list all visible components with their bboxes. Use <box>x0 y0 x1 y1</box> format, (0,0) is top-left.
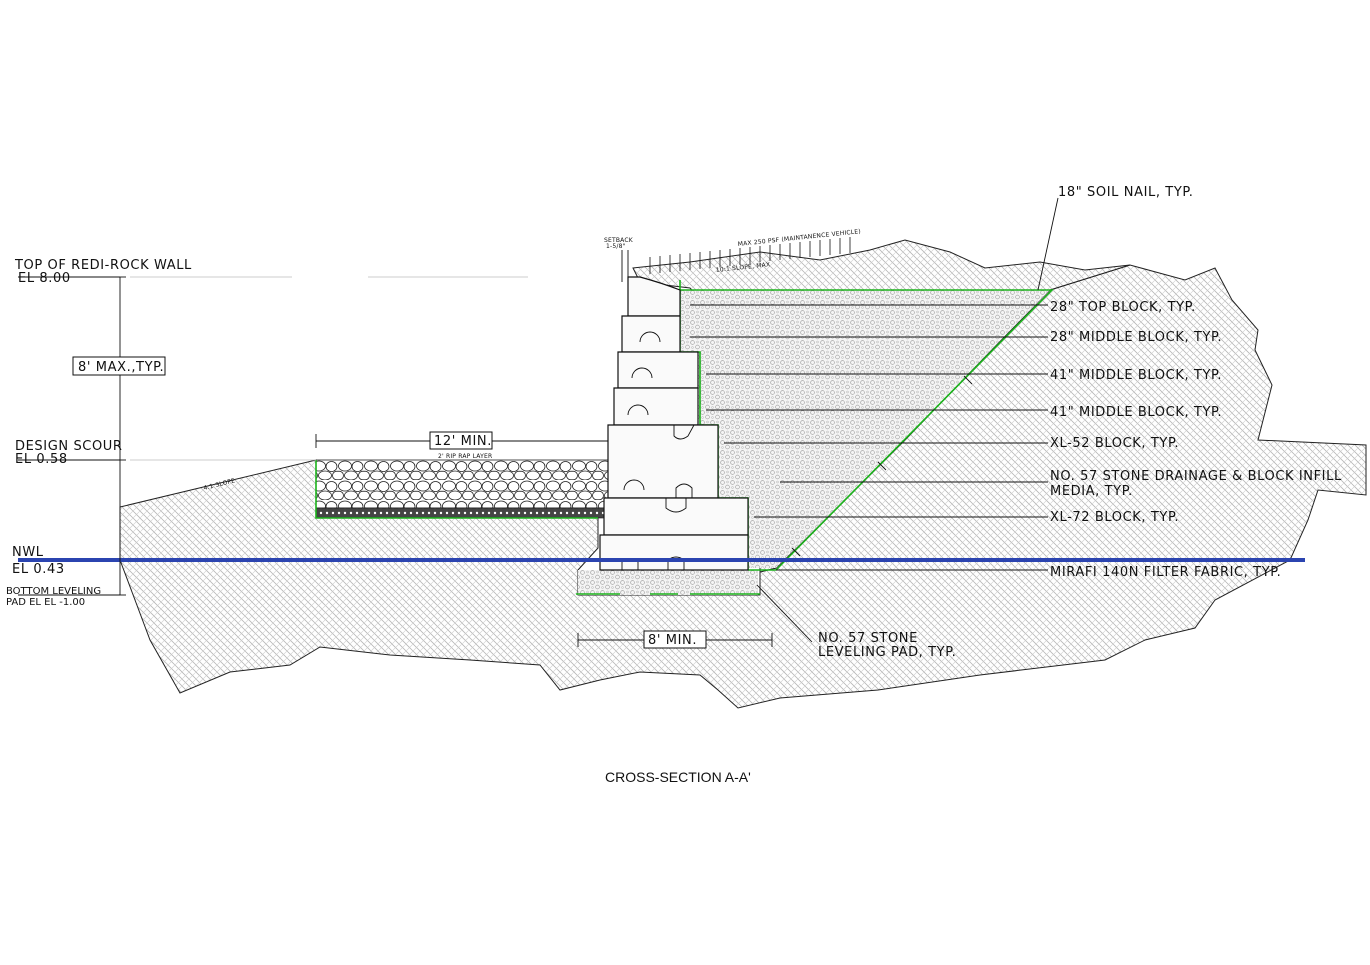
nwl-elevation: EL 0.43 <box>12 562 65 577</box>
nwl-label: NWL <box>12 545 44 560</box>
rip-rap-layer <box>315 459 609 509</box>
callout-drainage-line1: NO. 57 STONE DRAINAGE & BLOCK INFILL <box>1050 469 1342 484</box>
callout-leveling-line1: NO. 57 STONE <box>818 631 918 646</box>
drawing-title: CROSS-SECTION A-A' <box>605 769 751 785</box>
setback-label: SETBACK <box>604 237 634 244</box>
filter-fabric-line <box>656 289 1054 571</box>
bottom-pad-elevation: PAD EL EL -1.00 <box>6 597 85 608</box>
callout-soil-nail: 18" SOIL NAIL, TYP. <box>1058 185 1194 200</box>
setback-value: 1-5/8" <box>606 243 626 250</box>
bottom-pad-label: BOTTOM LEVELING <box>6 586 101 597</box>
top-wall-label: TOP OF REDI-ROCK WALL <box>14 258 192 273</box>
callout-middle-block-28: 28" MIDDLE BLOCK, TYP. <box>1050 330 1222 345</box>
design-scour-label: DESIGN SCOUR <box>15 439 123 454</box>
callout-middle-block-41b: 41" MIDDLE BLOCK, TYP. <box>1050 405 1222 420</box>
callout-filter-fabric: MIRAFI 140N FILTER FABRIC, TYP. <box>1050 565 1281 580</box>
callout-leveling-line2: LEVELING PAD, TYP. <box>818 645 956 660</box>
geotextile-band <box>315 507 609 519</box>
callout-xl72: XL-72 BLOCK, TYP. <box>1050 510 1179 525</box>
callout-top-block: 28" TOP BLOCK, TYP. <box>1050 300 1196 315</box>
callout-middle-block-41a: 41" MIDDLE BLOCK, TYP. <box>1050 368 1222 383</box>
callout-xl52: XL-52 BLOCK, TYP. <box>1050 436 1179 451</box>
pad-width-dimension: 8' MIN. <box>648 633 697 648</box>
wall-height-dimension: 8' MAX.,TYP. <box>78 360 164 375</box>
surcharge-arrows <box>649 237 851 274</box>
design-scour-elevation: EL 0.58 <box>15 452 68 467</box>
drainage-fill-zone <box>680 290 1050 568</box>
leveling-pad <box>578 570 758 595</box>
rip-rap-layer-note: 2' RIP RAP LAYER <box>438 453 492 460</box>
callout-leaders <box>690 197 1059 643</box>
surcharge-note: MAX 250 PSF (MAINTANENCE VEHICLE) <box>737 228 861 248</box>
callout-drainage-line2: MEDIA, TYP. <box>1050 484 1133 499</box>
rip-rap-dimension: 12' MIN. <box>434 434 492 449</box>
top-wall-elevation: EL 8.00 <box>18 271 71 286</box>
